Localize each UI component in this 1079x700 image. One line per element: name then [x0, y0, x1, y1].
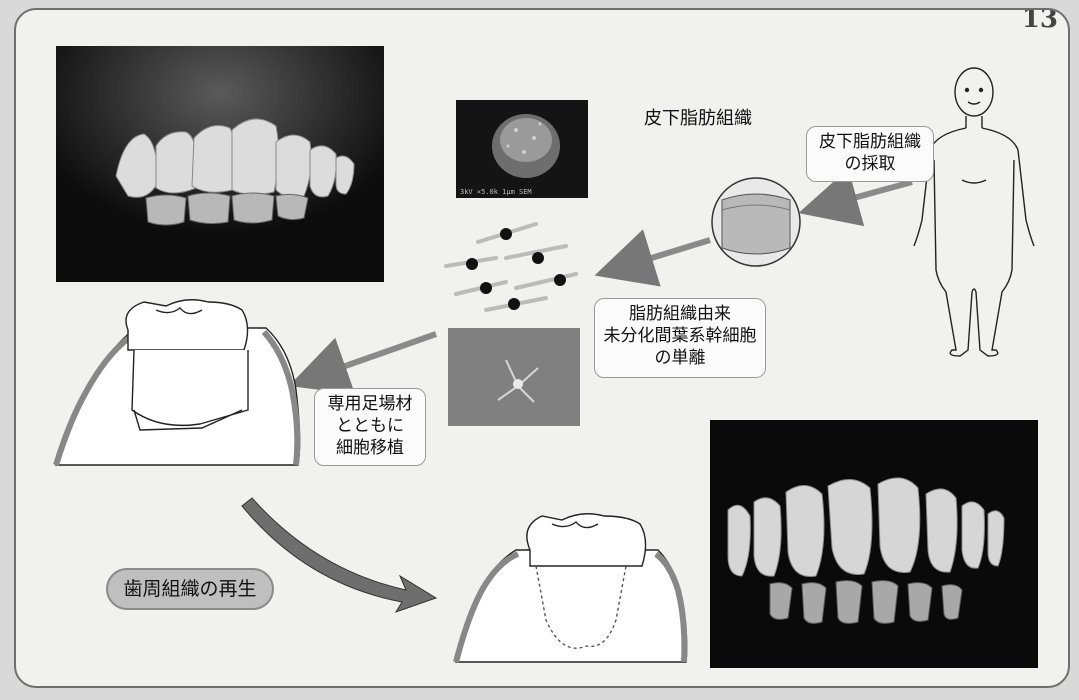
fat-harvest-line-2: の採取: [815, 153, 925, 175]
fat-harvest-line-1: 皮下脂肪組織: [815, 131, 925, 153]
transplant-line-2: とともに: [323, 415, 417, 437]
arrow-skin-to-cells: [606, 240, 710, 272]
arrow-harvest-to-skin: [810, 182, 912, 210]
arrow-cells-to-tooth: [300, 334, 436, 382]
stem-cell-isolation-line-2: 未分化間葉系幹細胞: [603, 325, 757, 347]
subcutaneous-fat-label: 皮下脂肪組織: [644, 104, 752, 130]
stem-cells-icon: [446, 224, 576, 310]
stem-cell-isolation-label: 脂肪組織由来 未分化間葉系幹細胞 の単離: [594, 298, 766, 378]
transplant-line-1: 専用足場材: [323, 393, 417, 415]
tooth-defect-diagram: [56, 300, 300, 465]
regeneration-badge: 歯周組織の再生: [106, 568, 274, 610]
transplant-line-3: 細胞移植: [323, 437, 417, 459]
fat-harvest-label: 皮下脂肪組織 の採取: [806, 126, 934, 182]
transplant-label: 専用足場材 とともに 細胞移植: [314, 388, 426, 466]
stem-cell-isolation-line-3: の単離: [603, 347, 757, 369]
stem-cell-isolation-line-1: 脂肪組織由来: [603, 303, 757, 325]
figure-panel: 13: [14, 8, 1070, 688]
tooth-regenerated-diagram: [456, 514, 687, 662]
human-figure-icon: [914, 68, 1034, 356]
skin-tissue-icon: [712, 178, 800, 266]
